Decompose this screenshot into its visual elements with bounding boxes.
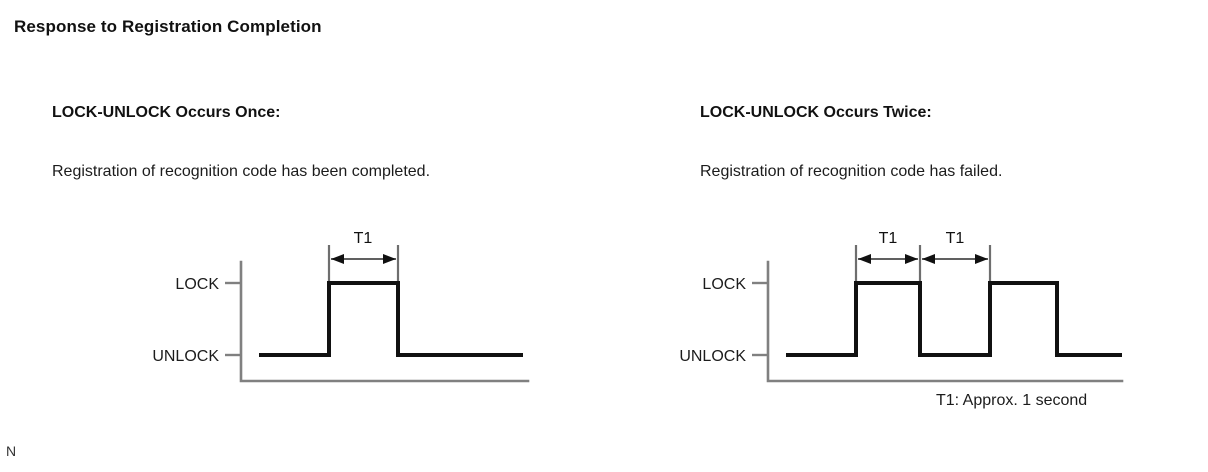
t1-label-once: T1 [354, 230, 373, 247]
column-body-once: Registration of recognition code has bee… [52, 163, 431, 180]
unlock-label-twice: UNLOCK [679, 348, 746, 365]
page-title: Response to Registration Completion [14, 17, 322, 36]
signal-trace-twice [786, 281, 1122, 357]
lock-label-once: LOCK [175, 276, 219, 293]
column-heading-twice: LOCK-UNLOCK Occurs Twice: [700, 104, 932, 121]
dim-arrowhead-left-once [331, 254, 344, 264]
dim-arrowhead-right-once [383, 254, 396, 264]
unlock-label-once: UNLOCK [152, 348, 219, 365]
waveform-axis-twice [766, 260, 1124, 383]
dim-arrowhead-left-second [922, 254, 935, 264]
waveform-axis-once [239, 260, 530, 383]
stray-marker: N [6, 443, 17, 459]
lock-label-twice: LOCK [702, 276, 746, 293]
column-lock-unlock-once: LOCK-UNLOCK Occurs Once: Registration of… [0, 104, 620, 395]
column-lock-unlock-twice: LOCK-UNLOCK Occurs Twice: Registration o… [620, 0, 1208, 472]
t1-label-first: T1 [879, 230, 898, 247]
waveform-chart-once: LOCK UNLOCK T1 [0, 205, 620, 395]
t1-label-second: T1 [946, 230, 965, 247]
waveform-chart-twice: LOCK UNLOCK T1 T1 [620, 205, 1208, 395]
signal-trace-once [259, 281, 523, 357]
dim-arrowhead-left-first [858, 254, 871, 264]
column-body-twice: Registration of recognition code has fai… [700, 163, 1003, 180]
column-heading-once: LOCK-UNLOCK Occurs Once: [52, 104, 281, 121]
footnote-t1-duration: T1: Approx. 1 second [936, 392, 1088, 409]
dim-arrowhead-right-second [975, 254, 988, 264]
dim-arrowhead-right-first [905, 254, 918, 264]
